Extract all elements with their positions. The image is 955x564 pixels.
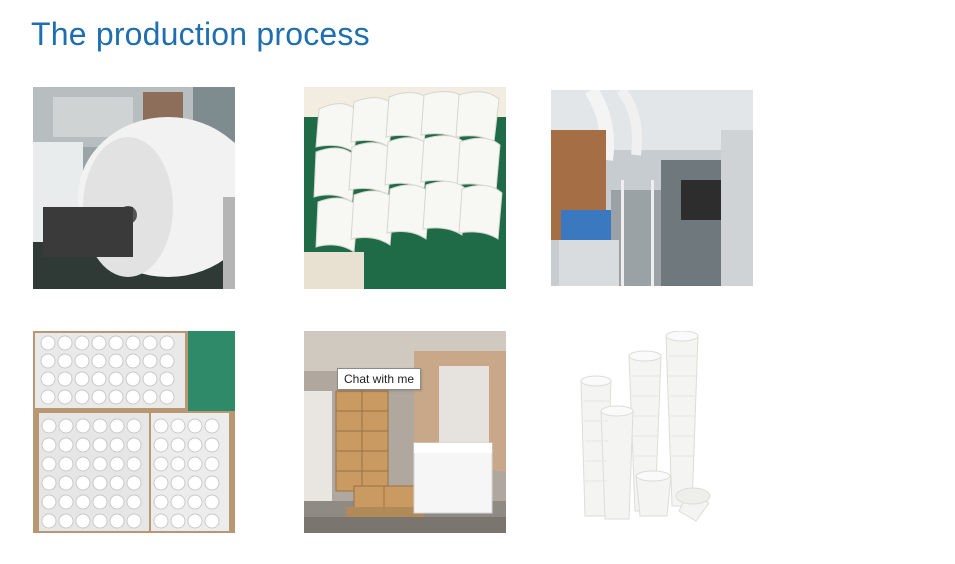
stacked-paper-cups-image[interactable]	[551, 331, 753, 533]
warehouse-cartons-image[interactable]	[304, 331, 506, 533]
cup-forming-machine-image[interactable]	[551, 90, 753, 286]
boxed-cups-image[interactable]	[33, 331, 235, 533]
page-title: The production process	[31, 16, 370, 52]
cup-fan-blanks-image[interactable]	[304, 87, 506, 289]
chat-tooltip[interactable]: Chat with me	[337, 368, 422, 390]
paper-roll-image[interactable]	[33, 87, 235, 289]
